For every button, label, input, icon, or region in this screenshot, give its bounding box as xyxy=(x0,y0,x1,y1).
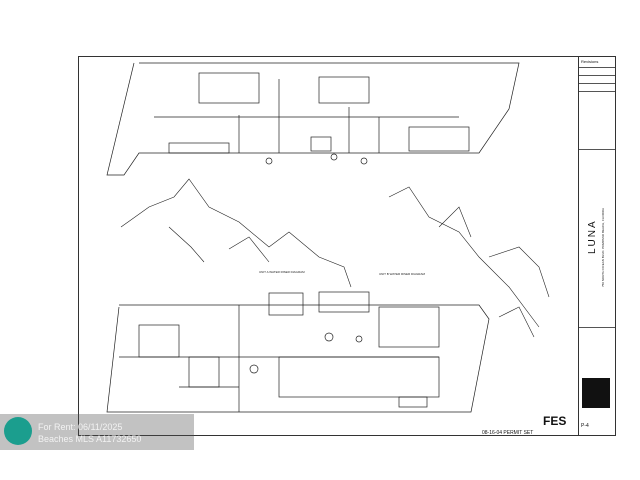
watermark-line-2: Beaches MLS A11732650 xyxy=(38,434,142,444)
title-block: Revisions LUNA 750 NORTH OCEAN BLVD. POM… xyxy=(578,56,616,436)
title-block-divider xyxy=(579,327,615,328)
firm-logo: FES xyxy=(543,414,567,428)
revision-row xyxy=(579,83,615,84)
title-block-divider xyxy=(579,149,615,150)
floor-plan-drawing: UNIT A WATER RISER DIAGRAM UNIT B WATER … xyxy=(106,62,550,413)
revision-row xyxy=(579,75,615,76)
revisions-label: Revisions xyxy=(581,59,599,64)
watermark-banner: For Rent: 06/11/2025 Beaches MLS A117326… xyxy=(0,414,194,450)
architect-logo xyxy=(582,378,610,408)
sheet-number: P-4 xyxy=(581,423,589,429)
drawing-sheet: UNIT A WATER RISER DIAGRAM UNIT B WATER … xyxy=(78,56,580,436)
revision-row xyxy=(579,91,615,92)
project-address: 750 NORTH OCEAN BLVD. POMPANO BEACH, FLO… xyxy=(601,207,605,287)
watermark-logo-icon xyxy=(4,417,32,445)
watermark-line-1: For Rent: 06/11/2025 xyxy=(38,422,123,432)
unit-b-riser-label: UNIT B WATER RISER DIAGRAM xyxy=(379,272,425,276)
permit-set-label: 08-16-04 PERMIT SET xyxy=(482,430,534,436)
unit-a-riser-label: UNIT A WATER RISER DIAGRAM xyxy=(259,270,305,274)
revision-row xyxy=(579,67,615,68)
